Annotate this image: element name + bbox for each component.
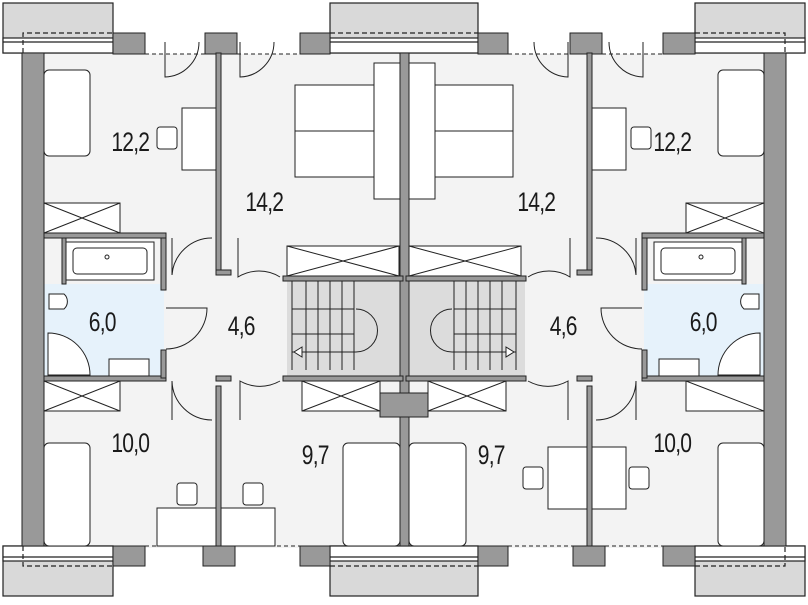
doors — [145, 41, 663, 547]
bed-nw — [43, 69, 91, 157]
wardrobe — [43, 380, 121, 412]
bed-sw — [43, 442, 91, 547]
room-area-hall-left: 4,6 — [227, 311, 256, 341]
toilet-left — [48, 293, 68, 310]
bed-se — [717, 442, 765, 547]
room-area-bedroom-n-right: 14,2 — [517, 187, 556, 217]
door-hall-right-top — [527, 238, 571, 278]
stairs — [291, 281, 517, 370]
room-area-bedroom-ne: 12,2 — [653, 127, 692, 157]
door-n-left — [239, 41, 275, 78]
room-area-hall-right: 4,6 — [549, 311, 578, 341]
stairs-left — [287, 276, 404, 380]
door-bath-left — [165, 307, 208, 350]
room-area-bedroom-n-left: 14,2 — [245, 187, 284, 217]
bed-ne — [717, 69, 765, 157]
bed-s-right — [408, 442, 467, 547]
door-bedroom-sw — [171, 380, 213, 421]
roof-windows-bottom — [2, 545, 806, 597]
wardrobe — [286, 245, 400, 277]
room-area-bedroom-nw: 12,2 — [111, 127, 150, 157]
shower-left — [47, 332, 91, 376]
door-bath-right — [600, 307, 643, 350]
roof-windows-top — [2, 2, 806, 54]
room-area-bedroom-se: 10,0 — [653, 428, 692, 458]
door-bedroom-se — [595, 380, 637, 421]
walls — [21, 32, 787, 567]
wardrobe — [43, 202, 121, 234]
door-hall-right-bottom — [527, 380, 569, 420]
room-area-bedroom-s-right: 9,7 — [477, 440, 506, 470]
door-hall-left-bottom — [239, 380, 281, 420]
room-area-bathroom-right: 6,0 — [689, 307, 718, 337]
room-area-bathroom-left: 6,0 — [88, 307, 117, 337]
wardrobe — [685, 380, 765, 412]
door-ne — [608, 41, 644, 78]
wardrobe — [685, 202, 765, 234]
shower-right — [717, 332, 761, 376]
sink-left — [108, 358, 150, 377]
wardrobe — [427, 380, 507, 412]
beds — [43, 62, 765, 547]
wardrobe — [408, 245, 522, 277]
door-nw — [164, 41, 200, 78]
room-area-bedroom-s-left: 9,7 — [301, 440, 330, 470]
wardrobes — [43, 202, 765, 412]
room-area-bedroom-sw: 10,0 — [111, 428, 150, 458]
bed-s-left — [342, 442, 401, 547]
desks — [156, 107, 652, 547]
bathroom-fixtures — [47, 241, 761, 377]
toilet-right — [740, 293, 760, 310]
door-bedroom-ne — [595, 237, 637, 276]
door-bedroom-nw — [171, 237, 213, 276]
sink-right — [658, 358, 700, 377]
wardrobe — [301, 380, 381, 412]
door-hall-left-top — [237, 238, 281, 278]
door-n-right — [533, 41, 569, 78]
